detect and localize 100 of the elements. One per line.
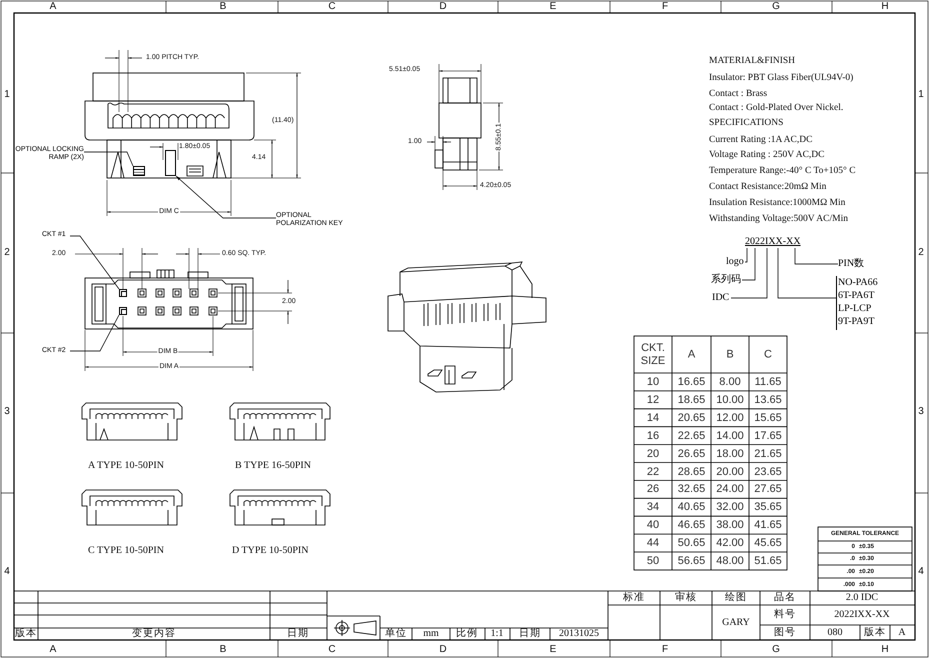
grid-reference: D [439, 644, 447, 655]
grid-reference: H [881, 1, 889, 12]
title-block-text: 品名 [774, 593, 796, 603]
spec-text: Voltage Rating : 250V AC,DC [709, 150, 825, 160]
title-block-text: mm [423, 629, 439, 639]
grid-reference: E [550, 1, 556, 12]
title-block-text: 审核 [675, 593, 697, 603]
table-header: CKT. SIZE [640, 341, 666, 368]
grid-reference: 3 [918, 406, 924, 417]
table-value: 18.00 [716, 448, 744, 460]
table-value: 8.00 [719, 376, 741, 388]
view-caption: D TYPE 10-50PIN [232, 545, 308, 556]
table-value: 50.65 [678, 537, 706, 550]
title-block-text: 绘图 [725, 593, 747, 603]
table-value: 10.00 [716, 394, 744, 406]
spec-text: Contact : Brass [709, 89, 768, 99]
callout-label: logo [726, 256, 745, 268]
table-value: 46.65 [678, 519, 706, 532]
table-value: 18.65 [678, 394, 706, 406]
callout-label: 系列码 [711, 274, 742, 286]
title-block-text: 1:1 [490, 629, 504, 639]
table-value: 23.65 [754, 466, 782, 478]
spec-heading: SPECIFICATIONS [709, 118, 784, 128]
title-block-text: 版本 [15, 629, 37, 639]
table-value: 16.65 [678, 376, 706, 388]
table-value: 20.65 [678, 412, 706, 424]
table-value: 34 [646, 501, 660, 514]
material-code: 9T-PA9T [838, 315, 876, 328]
table-value: 14 [646, 412, 660, 424]
table-value: 17.65 [754, 430, 782, 442]
grid-reference: A [50, 1, 56, 12]
table-value: 50 [646, 555, 660, 567]
table-value: 14.00 [716, 430, 744, 442]
table-value: 40 [646, 519, 660, 532]
title-block-text: 版本 [864, 628, 886, 638]
table-value: 12 [646, 394, 660, 406]
material-code: LP-LCP [838, 302, 872, 315]
table-value: 28.65 [678, 466, 706, 478]
table-value: 45.65 [754, 537, 782, 550]
table-value: 13.65 [754, 394, 782, 406]
grid-reference: 4 [4, 566, 10, 577]
title-block-text: GARY [722, 618, 750, 628]
table-value: 15.65 [754, 412, 782, 424]
grid-reference: 1 [918, 89, 924, 100]
table-value: 40.65 [678, 501, 706, 514]
leader-line [176, 176, 276, 218]
table-value: 20.00 [716, 466, 744, 478]
title-block-text: 料号 [774, 610, 796, 620]
table-value: 12.00 [716, 412, 744, 424]
table-value: 32.65 [678, 483, 706, 496]
leader-line [730, 248, 768, 298]
grid-reference: 2 [4, 247, 10, 258]
title-block-text: 2022IXX-XX [834, 610, 890, 620]
table-value: 21.65 [754, 448, 782, 460]
material-code: 6T-PA6T [838, 289, 876, 302]
locking-ramp [133, 166, 145, 176]
spec-heading: MATERIAL&FINISH [709, 56, 796, 66]
grid-reference: C [328, 1, 336, 12]
material-code: NO-PA66 [838, 276, 879, 289]
table-value: 41.65 [754, 519, 782, 532]
grid-reference: G [772, 1, 780, 12]
leader-line [70, 314, 120, 352]
table-value: 48.00 [716, 555, 744, 567]
table-header: C [763, 348, 773, 362]
table-value: 22.65 [678, 430, 706, 442]
title-block-text: 日期 [287, 629, 309, 639]
table-value: 10 [646, 376, 660, 388]
grid-reference: F [662, 644, 668, 655]
spec-text: Insulation Resistance:1000MΩ Min [709, 198, 846, 208]
title-block-text: 标准 [623, 593, 645, 603]
title-block-text: 080 [828, 628, 842, 638]
grid-reference: A [50, 644, 56, 655]
leader-line [778, 248, 836, 298]
table-value: 26.65 [678, 448, 706, 460]
leader-line [84, 152, 134, 166]
table-header: B [725, 348, 735, 362]
table-value: 26 [646, 483, 660, 496]
table-value: 11.65 [754, 376, 782, 388]
grid-reference: D [439, 1, 447, 12]
title-block-text: 比例 [456, 629, 478, 639]
grid-reference: 4 [918, 566, 924, 577]
spec-text: Withstanding Voltage:500V AC/Min [709, 214, 848, 224]
grid-reference: G [772, 644, 780, 655]
view-caption: C TYPE 10-50PIN [88, 545, 164, 556]
polarization-key [165, 150, 176, 176]
grid-reference: E [550, 644, 556, 655]
part-number: 2022IXX-XX [745, 236, 802, 248]
callout-label: PIN数 [838, 258, 870, 270]
leader-line [744, 248, 748, 262]
title-block-text: 变更内容 [132, 629, 176, 639]
grid-reference: C [328, 644, 336, 655]
table-value: 32.00 [716, 501, 744, 514]
grid-reference: 2 [918, 247, 924, 258]
spec-text: Current Rating :1A AC,DC [709, 135, 812, 145]
table-header: A [686, 348, 696, 362]
pin-contact [119, 289, 127, 297]
table-value: 38.00 [716, 519, 744, 532]
spec-text: Contact : Gold-Plated Over Nickel. [709, 103, 844, 113]
table-value: 27.65 [754, 483, 782, 496]
grid-reference: F [662, 1, 668, 12]
